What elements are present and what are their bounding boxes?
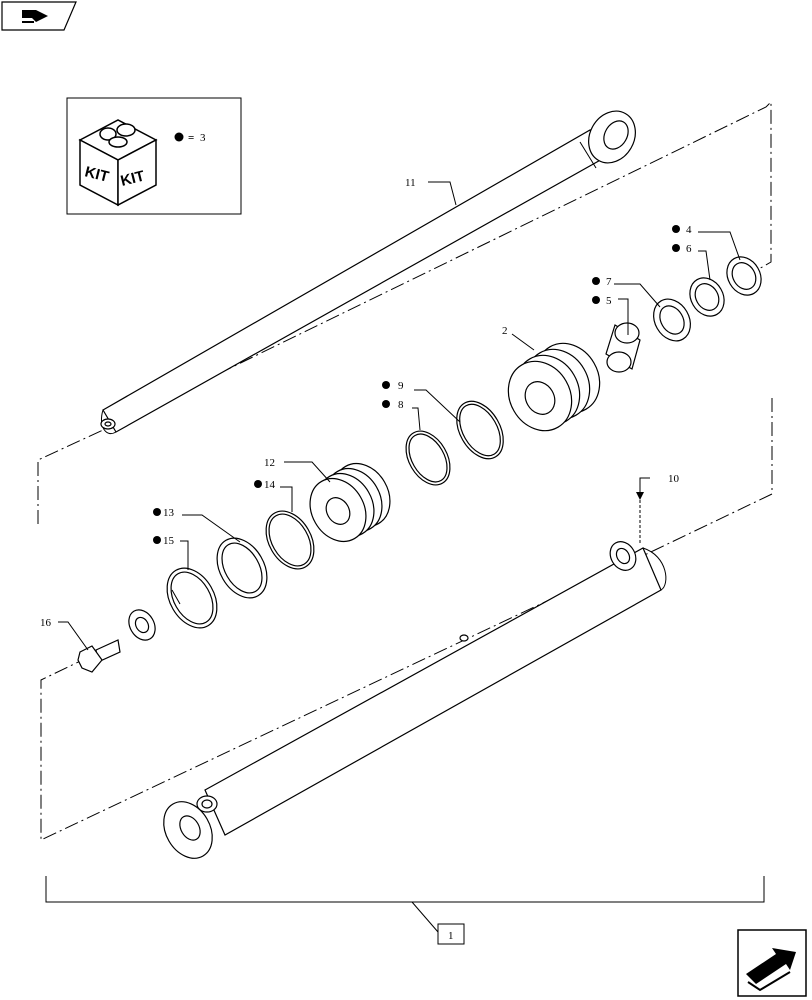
seal-6 <box>689 277 725 317</box>
black-dot-icon <box>382 400 390 408</box>
next-page-arrow-icon <box>746 948 796 984</box>
callout-5: 5 <box>606 295 612 307</box>
black-dot-icon <box>592 296 600 304</box>
washer <box>128 609 156 641</box>
lower-assembly-boundary <box>40 398 773 841</box>
wiper-seal-4 <box>726 256 762 296</box>
piston-rod <box>100 110 636 434</box>
callout-labels: 11 2 4 6 7 5 9 8 12 14 13 15 16 10 <box>40 177 692 629</box>
assembly-bracket: 1 <box>45 876 765 945</box>
kit-legend-number: 3 <box>200 132 206 144</box>
kit-label-left: KIT <box>83 163 111 185</box>
black-dot-icon <box>672 244 680 252</box>
callout-7: 7 <box>606 276 612 288</box>
callout-9: 9 <box>398 380 404 392</box>
kit-box-icon: KIT KIT <box>78 119 158 207</box>
kit-legend-box: KIT KIT = 3 <box>66 97 242 215</box>
black-dot-icon <box>153 508 161 516</box>
black-dot-icon <box>592 277 600 285</box>
callout-8: 8 <box>398 399 404 411</box>
callout-12: 12 <box>264 457 275 469</box>
o-ring-8 <box>405 430 451 486</box>
black-dot-icon <box>672 225 680 233</box>
seal-7 <box>653 298 691 342</box>
callout-2: 2 <box>502 325 508 337</box>
black-dot-icon <box>174 132 184 142</box>
callout-6: 6 <box>686 243 692 255</box>
kit-label-right: KIT <box>119 168 147 190</box>
kit-legend-equals: = <box>188 132 194 144</box>
o-ring-9 <box>456 400 504 460</box>
callout-11: 11 <box>405 177 416 189</box>
callout-16: 16 <box>40 617 52 629</box>
callout-4: 4 <box>686 224 692 236</box>
callout-13: 13 <box>163 507 175 519</box>
black-dot-icon <box>382 381 390 389</box>
seal-14 <box>265 510 315 570</box>
piston <box>309 463 391 542</box>
callout-bullets <box>153 225 680 544</box>
callout-1: 1 <box>448 930 454 942</box>
seal-13 <box>216 537 268 599</box>
wear-ring-15 <box>166 567 218 629</box>
black-dot-icon <box>254 480 262 488</box>
callout-10: 10 <box>668 473 680 485</box>
bushing <box>605 322 641 373</box>
black-dot-icon <box>153 536 161 544</box>
upper-assembly-boundary <box>37 100 772 524</box>
callout-14: 14 <box>264 479 276 491</box>
previous-page-button[interactable] <box>1 1 77 31</box>
callout-15: 15 <box>163 535 175 547</box>
next-page-button[interactable] <box>737 929 807 997</box>
cylinder-barrel <box>163 541 667 859</box>
bolt-16 <box>77 639 121 673</box>
gland-head <box>507 342 601 432</box>
leader-lines <box>58 181 741 651</box>
previous-page-arrow-icon <box>22 10 48 22</box>
